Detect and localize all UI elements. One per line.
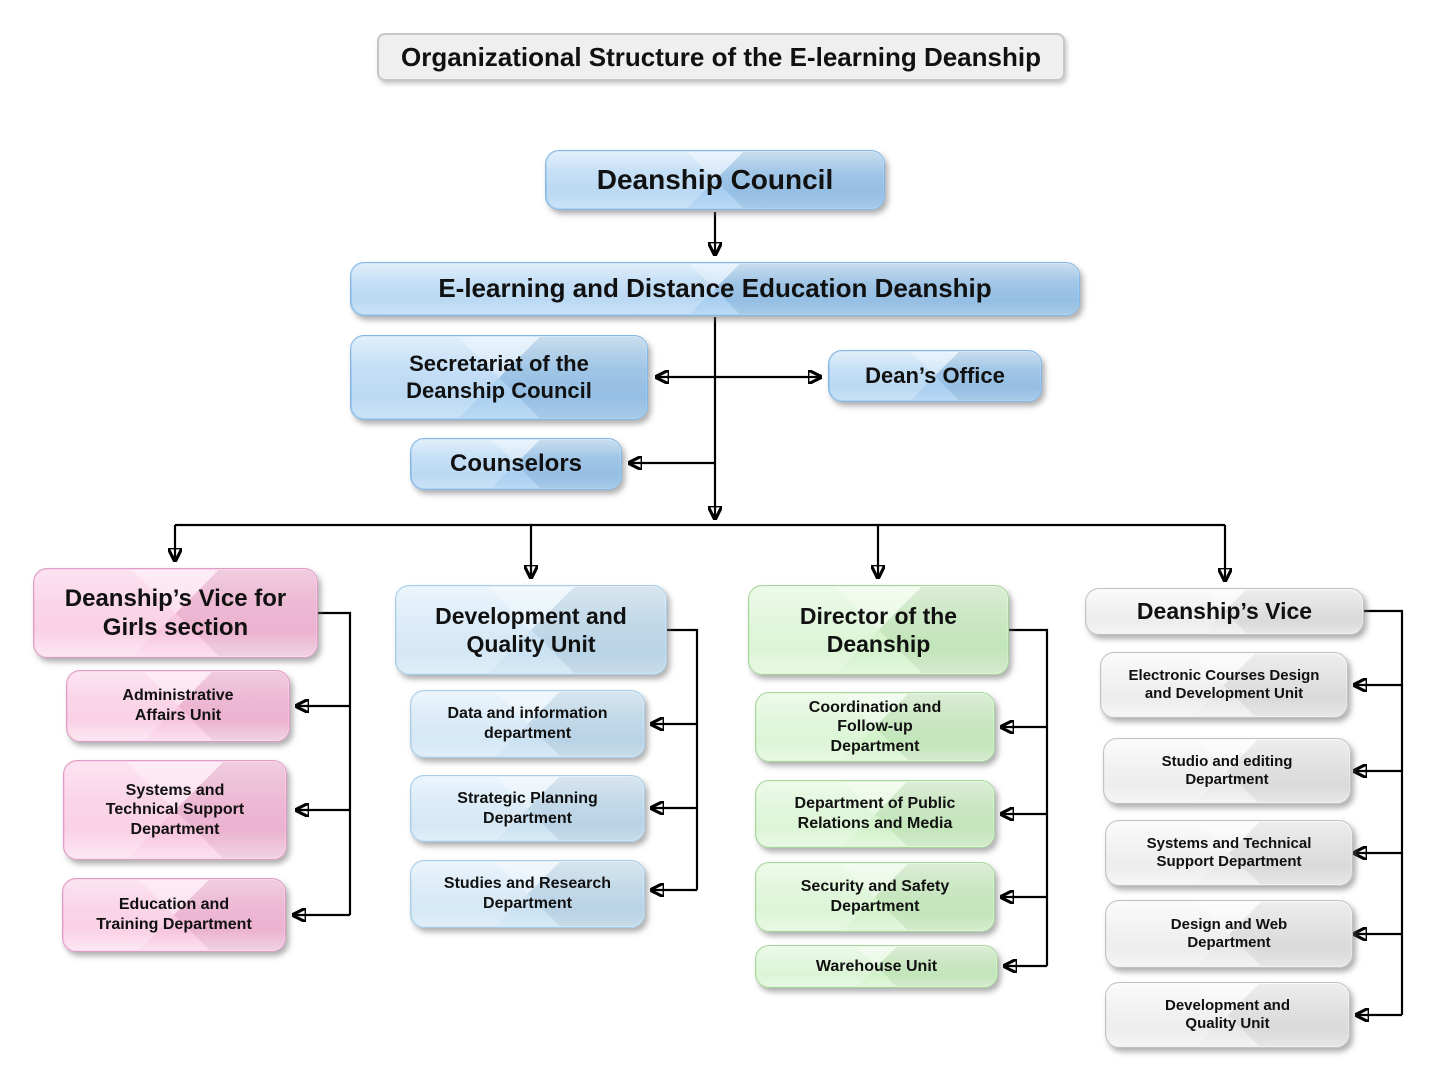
connector-branch-development-quality (652, 628, 699, 890)
node-elearning-deanship: E-learning and Distance Education Deansh… (350, 262, 1080, 316)
connector-branch-director (1002, 628, 1049, 966)
node-design-web-department: Design and Web Department (1105, 900, 1353, 968)
node-coordination-followup-department: Coordination and Follow-up Department (755, 692, 995, 762)
node-warehouse-unit: Warehouse Unit (755, 945, 998, 988)
node-development-quality-unit-vice: Development and Quality Unit (1105, 982, 1350, 1048)
branch-header-deanships-vice: Deanship’s Vice (1085, 588, 1364, 635)
branch-header-director: Director of the Deanship (748, 585, 1009, 675)
node-education-training-department: Education and Training Department (62, 878, 286, 952)
node-strategic-planning-department: Strategic Planning Department (410, 775, 645, 842)
node-security-safety-department: Security and Safety Department (755, 862, 995, 932)
node-studio-editing-department: Studio and editing Department (1103, 738, 1351, 804)
node-counselors: Counselors (410, 438, 622, 490)
node-administrative-affairs-unit: Administrative Affairs Unit (66, 670, 290, 742)
connector-branch-deanships-vice (1355, 609, 1404, 1015)
node-public-relations-media-department: Department of Public Relations and Media (755, 780, 995, 848)
node-deanship-council: Deanship Council (545, 150, 885, 210)
branch-header-development-quality: Development and Quality Unit (395, 585, 667, 675)
node-studies-research-department: Studies and Research Department (410, 860, 645, 928)
page-title: Organizational Structure of the E-learni… (377, 33, 1065, 81)
node-data-information-department: Data and information department (410, 690, 645, 758)
connector-deanship-to-branches (175, 317, 1225, 580)
node-systems-technical-support-girls: Systems and Technical Support Department (63, 760, 287, 860)
node-electronic-courses-design-unit: Electronic Courses Design and Developmen… (1100, 652, 1348, 718)
node-secretariat: Secretariat of the Deanship Council (350, 335, 648, 420)
connector-branch-girls-vice (294, 611, 352, 915)
node-deans-office: Dean’s Office (828, 350, 1042, 402)
node-systems-technical-support-vice: Systems and Technical Support Department (1105, 820, 1353, 886)
branch-header-girls-vice: Deanship’s Vice for Girls section (33, 568, 318, 658)
